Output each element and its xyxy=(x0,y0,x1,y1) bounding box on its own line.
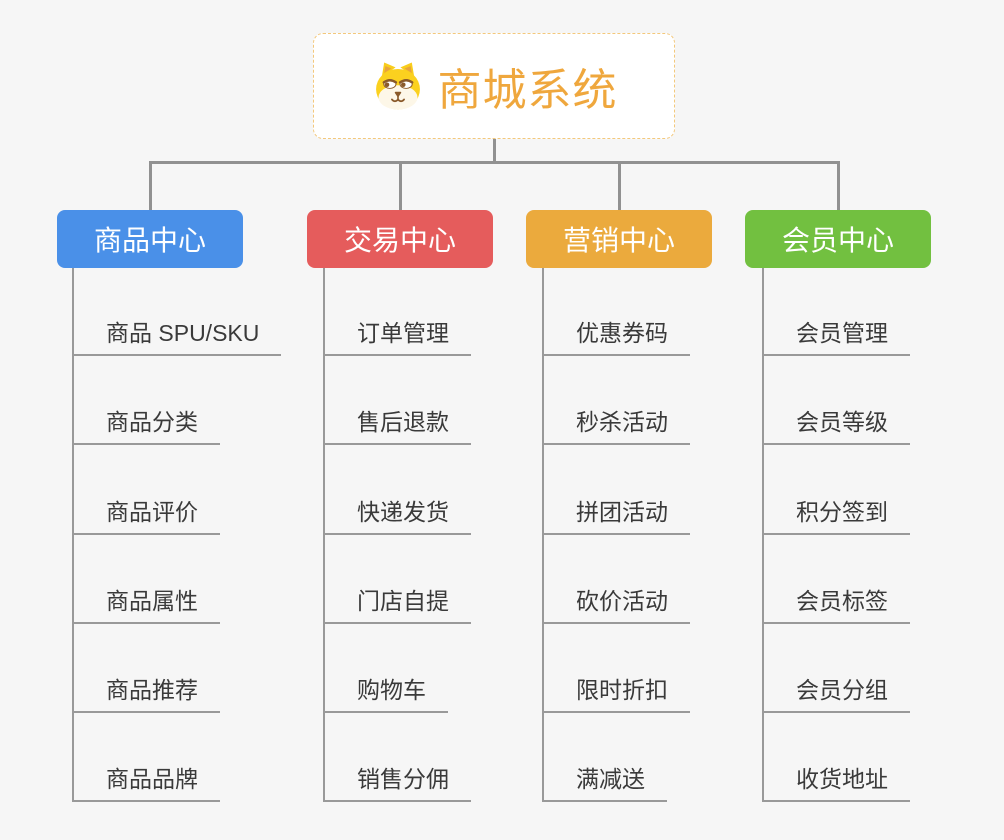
branch-spine-4 xyxy=(762,268,764,802)
root-title: 商城系统 xyxy=(437,66,618,115)
leaf-node[interactable]: 拼团活动 xyxy=(542,498,690,535)
leaf-node[interactable]: 订单管理 xyxy=(323,319,471,356)
branch-node-member[interactable]: 会员中心 xyxy=(745,210,931,268)
root-node[interactable]: 商城系统 xyxy=(313,33,675,139)
leaf-node[interactable]: 会员分组 xyxy=(762,676,910,713)
branch-node-marketing[interactable]: 营销中心 xyxy=(526,210,712,268)
leaf-node[interactable]: 会员等级 xyxy=(762,408,910,445)
leaf-node[interactable]: 商品品牌 xyxy=(72,765,220,802)
leaf-node[interactable]: 门店自提 xyxy=(323,587,471,624)
leaf-node[interactable]: 商品属性 xyxy=(72,587,220,624)
branch-spine-3 xyxy=(542,268,544,802)
branch-connector-stub-2 xyxy=(399,161,402,210)
leaf-node[interactable]: 限时折扣 xyxy=(542,676,690,713)
leaf-node[interactable]: 商品评价 xyxy=(72,498,220,535)
leaf-node[interactable]: 收货地址 xyxy=(762,765,910,802)
branch-node-product[interactable]: 商品中心 xyxy=(57,210,243,268)
branch-connector-stub-4 xyxy=(837,161,840,210)
leaf-node[interactable]: 会员标签 xyxy=(762,587,910,624)
branch-spine-2 xyxy=(323,268,325,802)
branch-spine-1 xyxy=(72,268,74,802)
branch-connector-stub-1 xyxy=(149,161,152,210)
leaf-node[interactable]: 售后退款 xyxy=(323,408,471,445)
leaf-node[interactable]: 会员管理 xyxy=(762,319,910,356)
leaf-node[interactable]: 秒杀活动 xyxy=(542,408,690,445)
leaf-node[interactable]: 积分签到 xyxy=(762,498,910,535)
leaf-node[interactable]: 满减送 xyxy=(542,765,667,802)
leaf-node[interactable]: 商品分类 xyxy=(72,408,220,445)
branch-node-trade[interactable]: 交易中心 xyxy=(307,210,493,268)
leaf-node[interactable]: 购物车 xyxy=(323,676,448,713)
leaf-node[interactable]: 砍价活动 xyxy=(542,587,690,624)
dog-face-icon xyxy=(371,60,425,112)
root-connector-stub xyxy=(493,139,496,164)
leaf-node[interactable]: 销售分佣 xyxy=(323,765,471,802)
branch-connector-stub-3 xyxy=(618,161,621,210)
leaf-node[interactable]: 快递发货 xyxy=(323,498,471,535)
leaf-node[interactable]: 商品推荐 xyxy=(72,676,220,713)
branch-connector-horizontal xyxy=(149,161,840,164)
leaf-node[interactable]: 优惠券码 xyxy=(542,319,690,356)
leaf-node[interactable]: 商品 SPU/SKU xyxy=(72,319,282,356)
